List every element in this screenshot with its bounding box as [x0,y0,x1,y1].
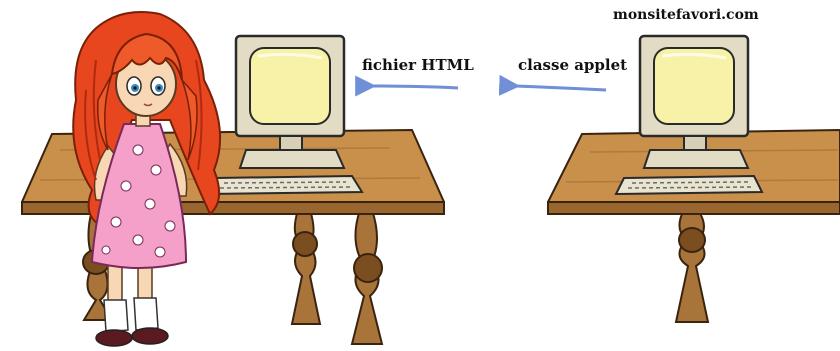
server-computer-icon [614,34,764,196]
left-desk-leg [290,209,322,325]
right-desk-leg [674,209,710,323]
girl-figure-icon [72,11,222,347]
applet-class-label: classe applet [518,56,628,74]
server-domain-label: monsitefavori.com [613,7,759,23]
left-desk-leg [350,209,384,345]
arrow-left-icon [498,74,607,96]
arrow-left-icon [355,75,459,97]
client-computer-icon [204,34,364,196]
html-file-label: fichier HTML [362,56,474,74]
